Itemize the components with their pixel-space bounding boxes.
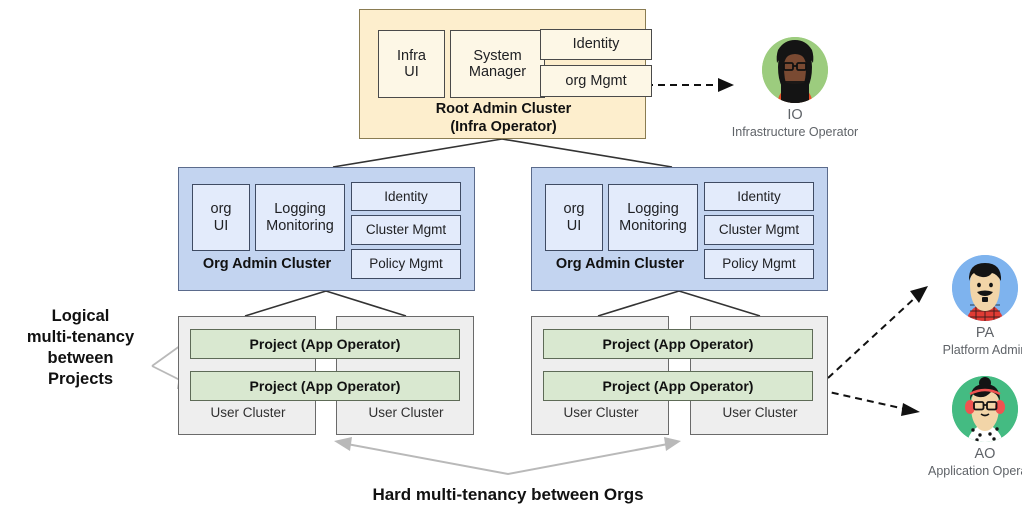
org-left-service-policy-mgmt[interactable]: Policy Mgmt <box>351 249 461 279</box>
org-right-service-identity[interactable]: Identity <box>704 182 814 211</box>
org-right-service-identity-label: Identity <box>737 188 781 204</box>
connector-orgright-to-uc4 <box>678 290 761 317</box>
org-right-service-cluster-mgmt-label: Cluster Mgmt <box>718 222 800 238</box>
org-right-service-logging-monitoring-label: Logging Monitoring <box>619 201 687 234</box>
dashed-arrow-cluster-to-pa <box>827 286 928 379</box>
org-left-service-identity[interactable]: Identity <box>351 182 461 211</box>
org-admin-cluster-left-title: Org Admin Cluster <box>202 256 332 272</box>
persona-pa-role: Platform Admin <box>942 342 1022 357</box>
org-left-service-identity-label: Identity <box>384 188 428 204</box>
connector-orgleft-to-uc2 <box>325 290 407 317</box>
org-left-service-policy-mgmt-label: Policy Mgmt <box>369 256 443 272</box>
user-cluster-left-2-label: User Cluster <box>368 405 444 420</box>
root-admin-cluster-title: Root Admin Cluster (Infra Operator) <box>435 101 572 135</box>
persona-ao-role: Application Operator <box>928 463 1022 478</box>
org-admin-cluster-left[interactable]: org UI Logging Monitoring Identity Clust… <box>178 167 475 291</box>
root-service-identity[interactable]: Identity <box>540 29 652 60</box>
hard-multitenancy-arrow <box>334 437 681 476</box>
dashed-arrow-root-to-io <box>646 78 734 92</box>
logical-multitenancy-note: Logical multi-tenancy between Projects <box>26 307 135 389</box>
avatar-platform-admin-icon <box>952 255 1018 321</box>
connector-root-to-org-right <box>501 138 673 168</box>
persona-ao-abbr: AO <box>974 446 996 462</box>
org-left-service-logging-monitoring[interactable]: Logging Monitoring <box>255 184 345 251</box>
org-right-service-org-ui[interactable]: org UI <box>545 184 603 251</box>
org-right-service-policy-mgmt[interactable]: Policy Mgmt <box>704 249 814 279</box>
root-service-org-mgmt-label: org Mgmt <box>565 72 627 89</box>
persona-io-role: Infrastructure Operator <box>731 124 859 139</box>
dashed-arrow-project-to-ao <box>819 389 920 416</box>
org-left-service-cluster-mgmt-label: Cluster Mgmt <box>365 222 447 238</box>
avatar-infrastructure-operator-icon <box>762 37 828 103</box>
root-service-system-manager[interactable]: System Manager <box>450 30 545 98</box>
root-service-identity-label: Identity <box>572 36 620 53</box>
persona-pa-abbr: PA <box>975 325 995 341</box>
org-left-service-org-ui[interactable]: org UI <box>192 184 250 251</box>
org-admin-cluster-right[interactable]: org UI Logging Monitoring Identity Clust… <box>531 167 828 291</box>
root-service-org-mgmt[interactable]: org Mgmt <box>540 65 652 97</box>
org-admin-cluster-right-title: Org Admin Cluster <box>555 256 685 272</box>
project-left-2[interactable]: Project (App Operator) <box>190 371 460 401</box>
root-admin-cluster[interactable]: Infra UI System Manager Identity org Mgm… <box>359 9 652 139</box>
user-cluster-left-1-label: User Cluster <box>210 405 286 420</box>
project-right-1[interactable]: Project (App Operator) <box>543 329 813 359</box>
org-left-service-logging-monitoring-label: Logging Monitoring <box>266 201 334 234</box>
persona-application-operator[interactable]: AO Application Operator <box>919 376 1022 477</box>
root-service-system-manager-label: System Manager <box>468 47 527 80</box>
avatar-application-operator-icon <box>952 376 1018 442</box>
project-right-2[interactable]: Project (App Operator) <box>543 371 813 401</box>
hard-multitenancy-note: Hard multi-tenancy between Orgs <box>372 485 644 504</box>
org-right-service-org-ui-label: org UI <box>563 201 585 234</box>
user-cluster-right-1-label: User Cluster <box>563 405 639 420</box>
connector-orgleft-to-uc1 <box>244 290 327 317</box>
project-left-1[interactable]: Project (App Operator) <box>190 329 460 359</box>
user-cluster-right-2-label: User Cluster <box>722 405 798 420</box>
connector-orgright-to-uc3 <box>597 290 680 317</box>
org-left-service-cluster-mgmt[interactable]: Cluster Mgmt <box>351 215 461 245</box>
persona-platform-admin[interactable]: PA Platform Admin <box>919 255 1022 356</box>
org-left-service-org-ui-label: org UI <box>210 201 232 234</box>
root-service-infra-ui-label: Infra UI <box>396 47 426 80</box>
root-service-infra-ui[interactable]: Infra UI <box>378 30 445 98</box>
persona-infrastructure-operator[interactable]: IO Infrastructure Operator <box>729 37 861 138</box>
connector-root-to-org-left <box>332 138 503 168</box>
org-right-service-policy-mgmt-label: Policy Mgmt <box>722 256 796 272</box>
persona-io-abbr: IO <box>787 107 803 123</box>
org-right-service-logging-monitoring[interactable]: Logging Monitoring <box>608 184 698 251</box>
org-right-service-cluster-mgmt[interactable]: Cluster Mgmt <box>704 215 814 245</box>
